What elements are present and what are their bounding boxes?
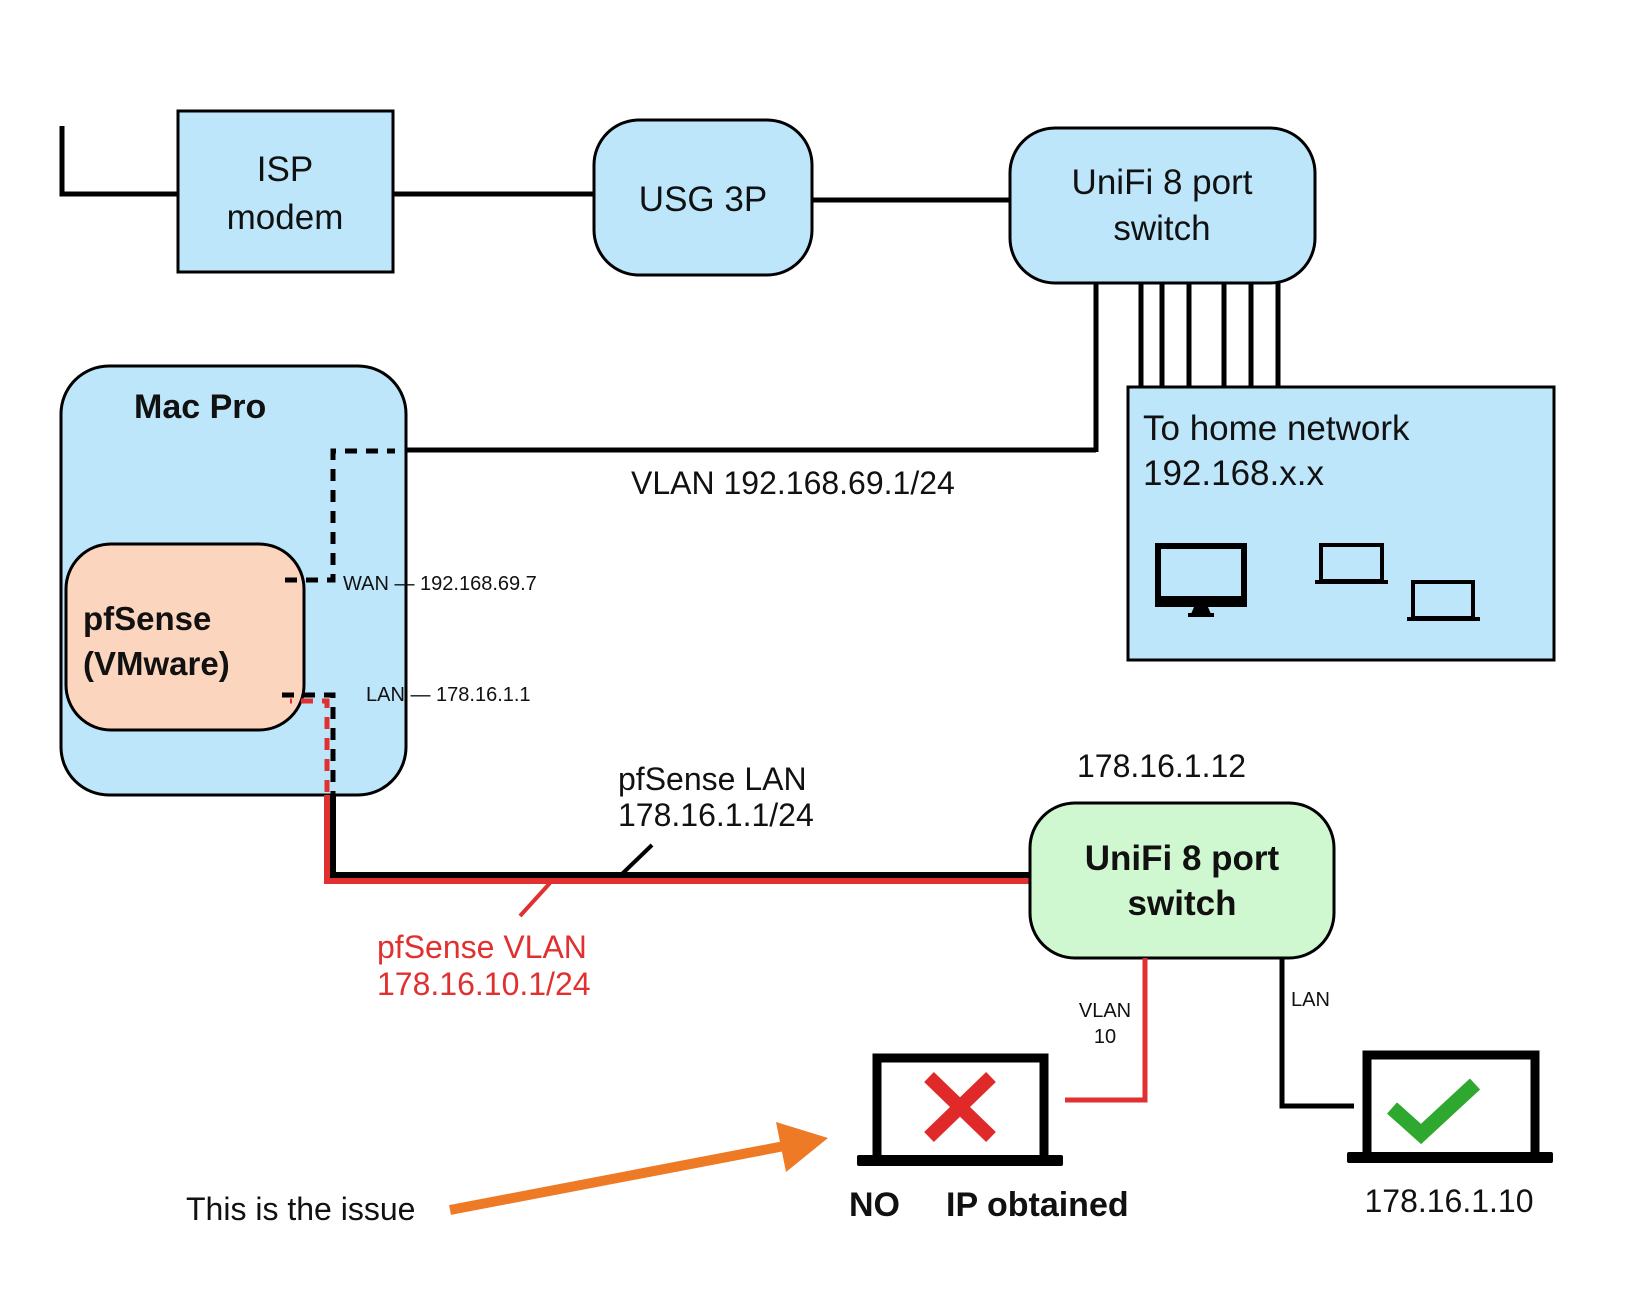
lan-drop-line	[1279, 958, 1354, 1109]
pfsense-vlan-trunk	[324, 795, 1030, 884]
vlan-client-laptop	[857, 1053, 1063, 1166]
isp-modem-label-2: modem	[227, 198, 344, 237]
isp-modem-node: ISP modem	[176, 109, 395, 274]
lan-virtual-link	[282, 692, 336, 795]
isp-uplink-line	[59, 126, 178, 197]
wan-virtual-link	[285, 448, 395, 583]
pfsense-vlan-callout-line	[518, 881, 552, 918]
main-switch-node: UniFi 8 port switch	[1008, 126, 1317, 285]
lan-port-label: LAN — 178.16.1.1	[366, 684, 531, 706]
pfsense-node: pfSense (VMware)	[64, 542, 306, 732]
home-network-label-2: 192.168.x.x	[1143, 454, 1324, 493]
vlan-main-link	[406, 447, 1099, 453]
main-switch-label-2: switch	[1113, 209, 1210, 248]
annotation-arrow	[449, 1122, 828, 1215]
checkmark-icon	[1386, 1078, 1481, 1145]
pfsense-label-1: pfSense	[83, 600, 211, 637]
pfsense-lan-callout-line	[620, 843, 654, 876]
pfsense-vlan-label-2: 178.16.10.1/24	[377, 966, 591, 1002]
usg-label: USG 3P	[639, 180, 767, 219]
pfsense-vlan-label-1: pfSense VLAN	[377, 929, 587, 965]
vlan-virtual-link	[290, 698, 330, 795]
switch-port-lines	[1093, 283, 1281, 452]
x-mark-icon	[924, 1071, 996, 1143]
lan-drop-label: LAN	[1291, 989, 1330, 1011]
home-network-node: To home network 192.168.x.x	[1126, 385, 1556, 662]
annotation-text: This is the issue	[186, 1191, 415, 1227]
vlan-main-label: VLAN 192.168.69.1/24	[631, 465, 955, 501]
pfsense-lan-label-1: pfSense LAN	[618, 761, 807, 797]
pf-switch-ip-label: 178.16.1.12	[1077, 748, 1246, 784]
main-switch-label-1: UniFi 8 port	[1072, 163, 1253, 202]
laptop-icon	[1315, 543, 1388, 584]
home-network-label-1: To home network	[1143, 409, 1410, 448]
wan-port-label: WAN — 192.168.69.7	[343, 573, 537, 595]
vlan10-label-1: VLAN	[1079, 1000, 1131, 1022]
pf-switch-label-1: UniFi 8 port	[1085, 839, 1280, 878]
lan-client-ip-label: 178.16.1.10	[1364, 1183, 1533, 1219]
pf-switch-node: UniFi 8 port switch	[1028, 801, 1336, 960]
lan-client-laptop	[1347, 1050, 1553, 1163]
vlan10-label-2: 10	[1094, 1026, 1116, 1048]
no-ip-label-no: NO	[849, 1186, 900, 1224]
no-ip-label-rest: IP obtained	[946, 1186, 1129, 1224]
mac-pro-label: Mac Pro	[134, 388, 266, 426]
pfsense-label-2: (VMware)	[83, 645, 230, 682]
pf-switch-label-2: switch	[1128, 884, 1237, 923]
usg-node: USG 3P	[592, 118, 814, 277]
desktop-monitor-icon	[1155, 543, 1247, 617]
isp-modem-label-1: ISP	[257, 150, 313, 189]
vlan10-drop-line	[1065, 958, 1148, 1103]
pfsense-lan-trunk	[330, 795, 1030, 878]
pfsense-lan-label-2: 178.16.1.1/24	[618, 797, 814, 833]
laptop-icon	[1407, 580, 1480, 621]
